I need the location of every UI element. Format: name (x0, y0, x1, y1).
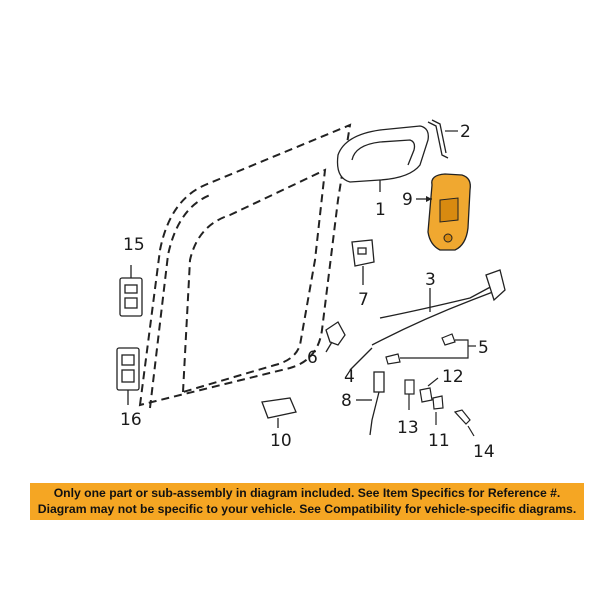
callout-8: 8 (341, 391, 352, 411)
door-striker (261, 397, 297, 428)
callout-11: 11 (428, 431, 450, 451)
lock-clip (325, 321, 346, 353)
callout-4: 4 (344, 367, 355, 387)
lower-hinge (116, 347, 140, 405)
cable-clips (385, 333, 476, 365)
callout-1: 1 (375, 200, 386, 220)
callout-15: 15 (123, 235, 145, 255)
callout-7: 7 (358, 290, 369, 310)
callout-2: 2 (460, 122, 471, 142)
disclaimer-line-2: Diagram may not be specific to your vehi… (37, 502, 577, 516)
callout-6: 6 (307, 348, 318, 368)
callout-14: 14 (473, 442, 495, 462)
callout-16: 16 (120, 410, 142, 430)
disclaimer-banner: Only one part or sub-assembly in diagram… (30, 483, 584, 520)
outside-door-handle (336, 125, 429, 192)
upper-hinge (119, 265, 143, 317)
handle-rod (427, 119, 449, 159)
door-frame (138, 123, 352, 409)
callout-12: 12 (442, 367, 464, 387)
callout-10: 10 (270, 431, 292, 451)
inside-handle-cable (349, 347, 373, 371)
latch-bracket (351, 239, 375, 285)
small-fasteners (404, 377, 475, 437)
callout-13: 13 (397, 418, 419, 438)
callout-5: 5 (478, 338, 489, 358)
latch-cables (371, 269, 506, 346)
disclaimer-line-1: Only one part or sub-assembly in diagram… (53, 486, 561, 500)
inside-lock-rod (356, 371, 385, 436)
callout-9: 9 (402, 190, 413, 210)
door-latch-assembly-highlighted (416, 173, 471, 251)
callout-3: 3 (425, 270, 436, 290)
